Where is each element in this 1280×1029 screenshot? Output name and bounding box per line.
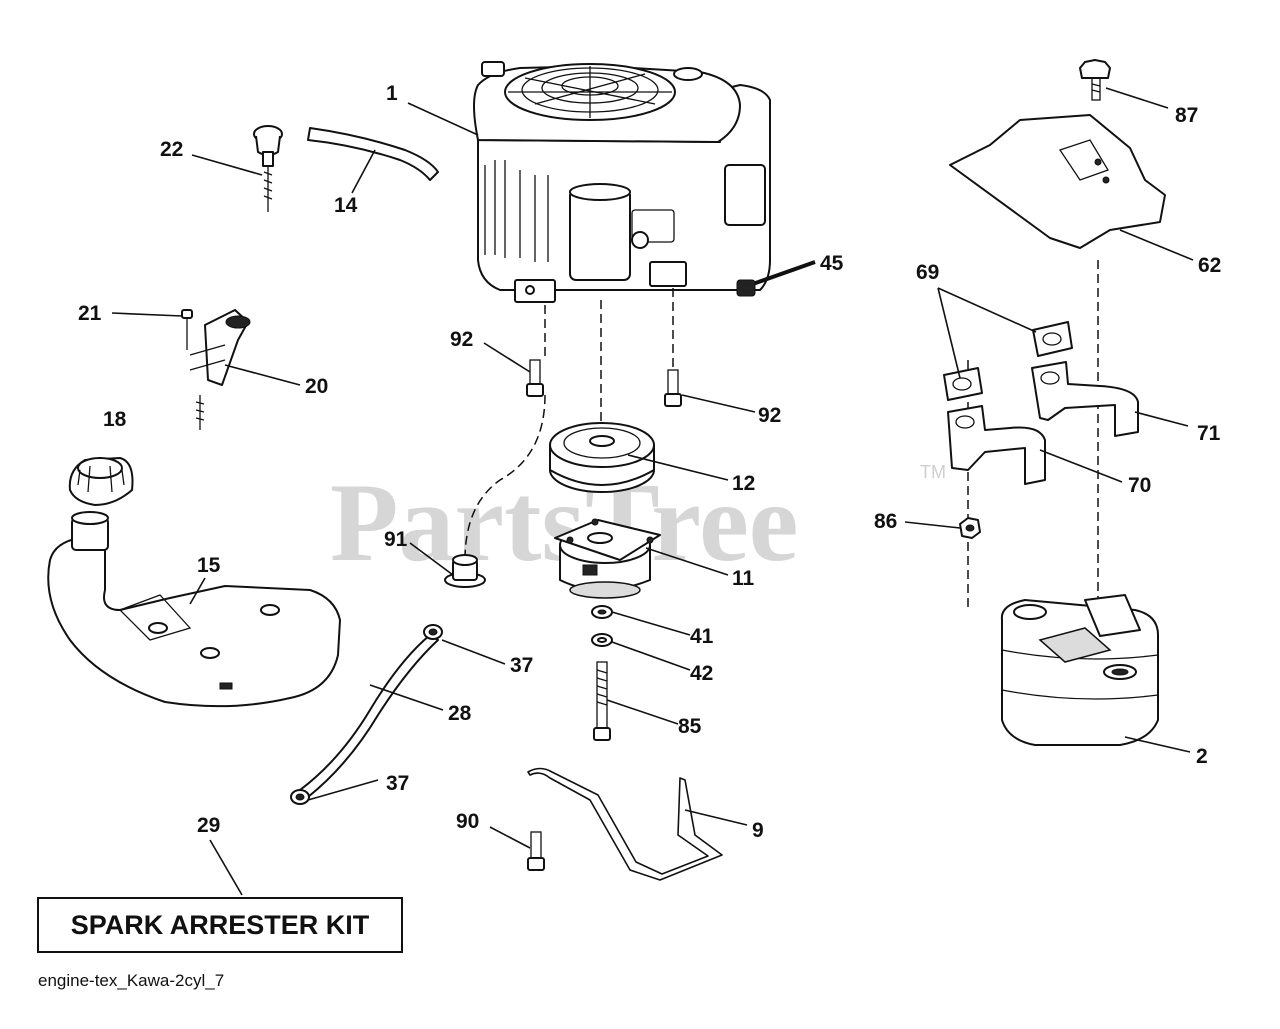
callout-nut-86[interactable]: 86 — [874, 510, 897, 533]
choke-rod-part[interactable] — [527, 767, 723, 881]
callout-sensor-45[interactable]: 45 — [820, 252, 844, 275]
callout-bolt-21[interactable]: 21 — [78, 302, 102, 325]
callout-spark-arrester-29[interactable]: 29 — [197, 814, 220, 837]
diagram-caption: engine-tex_Kawa-2cyl_7 — [38, 971, 224, 990]
callout-exhaust-pipe-70[interactable]: 70 — [1128, 474, 1151, 497]
callout-engine[interactable]: 1 — [386, 82, 398, 105]
bolt-90-part[interactable] — [527, 831, 545, 871]
hose-clamp-lower-part[interactable] — [290, 789, 310, 805]
callout-knob-22[interactable]: 22 — [160, 138, 183, 161]
bushing-part[interactable] — [444, 554, 486, 588]
callout-pto-clutch-11[interactable]: 11 — [732, 567, 755, 590]
gasket-69-upper-part[interactable] — [1032, 321, 1073, 357]
hose-clamp-upper-part[interactable] — [423, 624, 443, 640]
callout-washer-41[interactable]: 41 — [690, 625, 714, 648]
throttle-control-part[interactable] — [181, 309, 251, 430]
callout-fuel-line-28[interactable]: 28 — [448, 702, 472, 725]
callout-muffler-2[interactable]: 2 — [1196, 745, 1208, 768]
engine-part[interactable] — [473, 61, 771, 303]
exhaust-pipe-70-part[interactable] — [947, 405, 1046, 485]
gasket-69-lower-part[interactable] — [943, 367, 983, 401]
exhaust-pipe-71-part[interactable] — [1031, 361, 1139, 437]
callout-exhaust-pipe-71[interactable]: 71 — [1197, 422, 1221, 445]
callout-choke-rod-9[interactable]: 9 — [752, 819, 764, 842]
knob-bolt-part[interactable] — [253, 125, 283, 212]
watermark-tm: TM — [920, 462, 946, 482]
callout-gasket-69[interactable]: 69 — [916, 261, 939, 284]
sensor-part[interactable] — [736, 260, 816, 297]
pulley-part[interactable] — [549, 422, 655, 493]
pto-clutch-part[interactable] — [554, 518, 661, 599]
callout-bolt-85[interactable]: 85 — [678, 715, 702, 738]
callout-fuel-tank-15[interactable]: 15 — [197, 554, 221, 577]
callout-bushing-91[interactable]: 91 — [384, 528, 408, 551]
callout-heat-shield-62[interactable]: 62 — [1198, 254, 1221, 277]
muffler-part[interactable] — [1000, 594, 1159, 746]
callout-fuel-cap-18[interactable]: 18 — [103, 408, 127, 431]
fuel-cap-part[interactable] — [68, 457, 134, 506]
callout-bolt-92-right[interactable]: 92 — [758, 404, 781, 427]
fuel-tank-part[interactable] — [47, 511, 341, 708]
washer-42-part[interactable] — [591, 633, 613, 647]
washer-41-part[interactable] — [591, 605, 613, 619]
callout-throttle-20[interactable]: 20 — [305, 375, 328, 398]
callout-bolt-90[interactable]: 90 — [456, 810, 479, 833]
callout-clamp-37-lower[interactable]: 37 — [386, 772, 409, 795]
nut-86-part[interactable] — [959, 517, 981, 539]
bolt-92-right-part[interactable] — [664, 369, 682, 407]
fuel-hose-part[interactable] — [307, 127, 439, 181]
callout-washer-42[interactable]: 42 — [690, 662, 713, 685]
screw-87-part[interactable] — [1079, 59, 1111, 101]
callout-clamp-37-upper[interactable]: 37 — [510, 654, 533, 677]
callout-screw-87[interactable]: 87 — [1175, 104, 1198, 127]
fuel-line-part[interactable] — [299, 634, 439, 798]
heat-shield-part[interactable] — [949, 114, 1166, 249]
spark-arrester-kit-label: SPARK ARRESTER KIT — [71, 910, 370, 940]
bolt-92-left-part[interactable] — [526, 359, 544, 397]
bolt-85-part[interactable] — [593, 661, 611, 741]
callout-fuel-hose-14[interactable]: 14 — [334, 194, 358, 217]
spark-arrester-kit-box[interactable]: SPARK ARRESTER KIT — [37, 897, 403, 953]
callout-bolt-92-left[interactable]: 92 — [450, 328, 473, 351]
callout-pulley-12[interactable]: 12 — [732, 472, 755, 495]
